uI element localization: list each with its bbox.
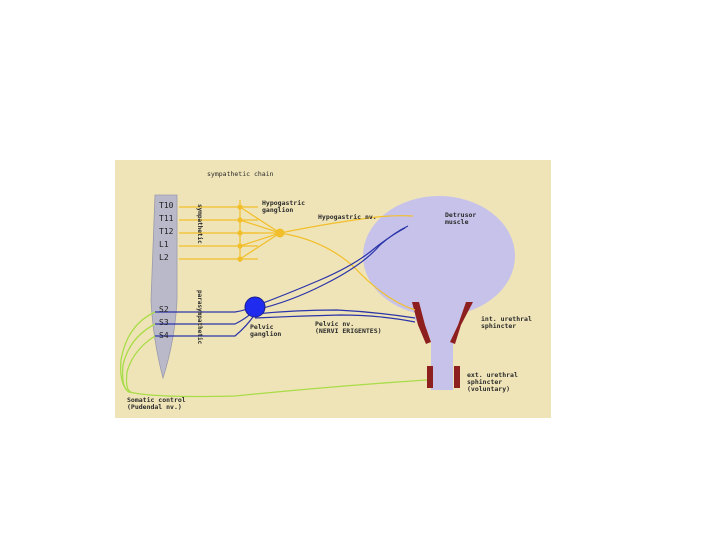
pelvic-nerve-label: Pelvic nv. (NERVI ERIGENTES)	[315, 320, 382, 335]
parasympathetic-label: parasympathetic	[196, 290, 203, 345]
diagram-title: sympathetic chain	[207, 170, 274, 178]
segment-s4: S4	[159, 331, 169, 340]
segment-s3: S3	[159, 318, 169, 327]
int-sphincter-label: int. urethral sphincter	[481, 315, 532, 330]
diagram-graphics	[120, 194, 515, 398]
bladder-innervation-diagram: sympathetic chain T10 T11 T12 L1 L2 S2 S…	[115, 160, 551, 418]
pelvic-ganglion-label: Pelvic ganglion	[250, 323, 282, 338]
hypogastric-ganglion-node	[275, 228, 285, 238]
pelvic-ganglion-node	[244, 296, 266, 318]
hypogastric-ganglion-label: Hypogastric ganglion	[262, 199, 306, 214]
internal-sphincter-right	[450, 302, 473, 344]
external-sphincter-right	[454, 366, 460, 388]
sympathetic-ganglia	[237, 204, 285, 262]
internal-sphincter	[412, 302, 431, 344]
segment-l1: L1	[159, 240, 169, 249]
segment-s2: S2	[159, 305, 169, 314]
somatic-label: Somatic control (Pudendal nv.)	[127, 396, 186, 411]
bladder	[363, 196, 515, 390]
detrusor-label: Detrusor muscle	[445, 211, 477, 226]
segment-t10: T10	[159, 201, 174, 210]
segment-t11: T11	[159, 214, 174, 223]
hypogastric-nerve-label: Hypogastric nv.	[318, 213, 377, 221]
sympathetic-label: sympathetic	[196, 204, 203, 244]
spinal-cord	[150, 194, 178, 380]
segment-l2: L2	[159, 253, 169, 262]
external-sphincter-left	[427, 366, 433, 388]
somatic-pathway	[120, 311, 428, 398]
ext-sphincter-label: ext. urethral sphincter (voluntary)	[467, 371, 518, 393]
segment-t12: T12	[159, 227, 174, 236]
